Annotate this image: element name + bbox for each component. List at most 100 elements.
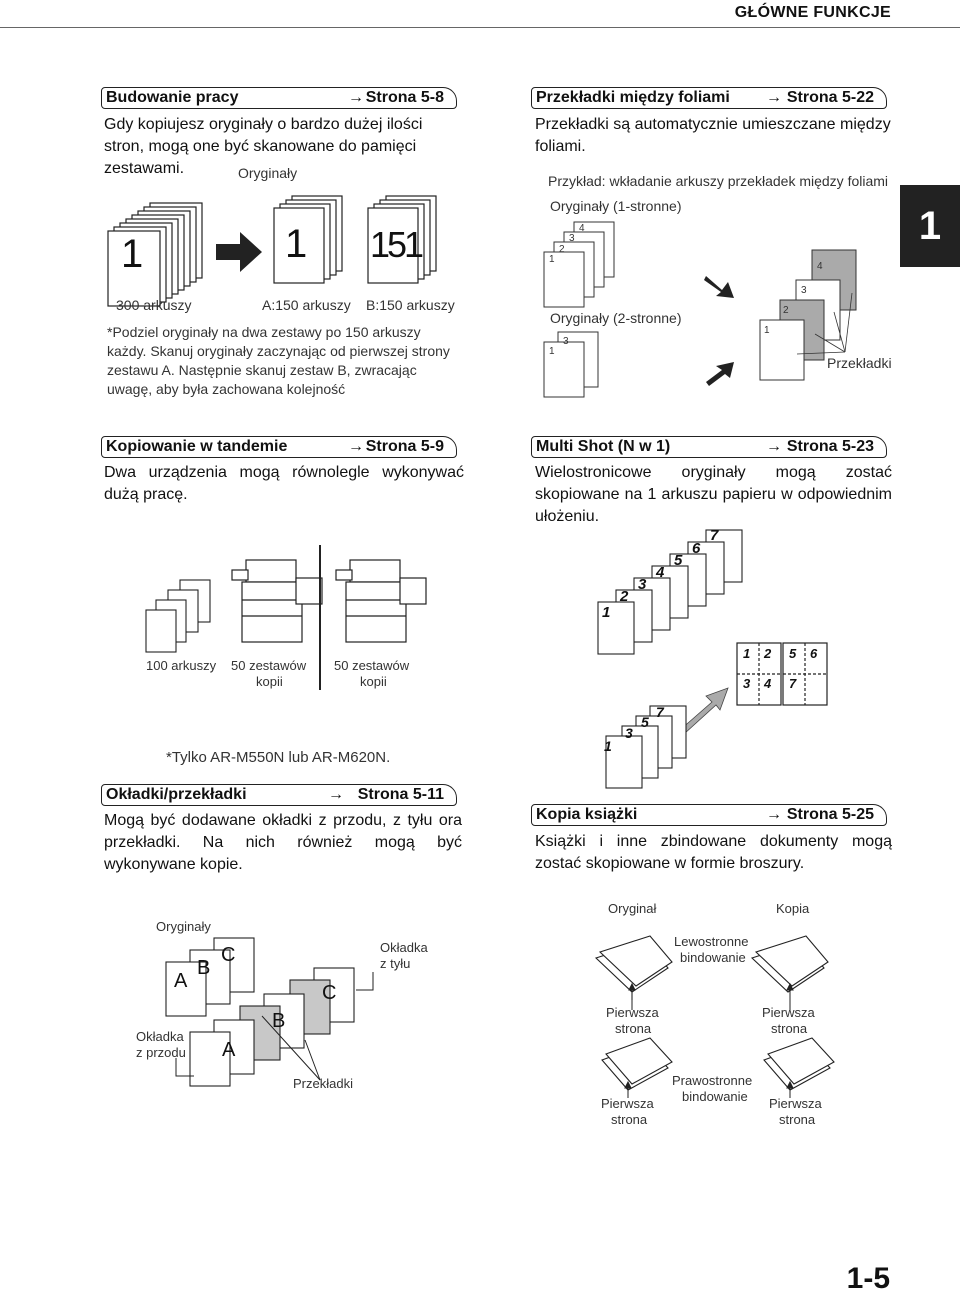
n2-r: 2: [783, 305, 789, 316]
section-header-kopia: Kopia książki → Strona 5-25: [531, 804, 887, 826]
n3-b: 3: [563, 336, 569, 347]
sets-2-line1: 50 zestawów: [334, 658, 410, 673]
ds-5: 5: [641, 714, 649, 730]
ms-page-2: 2: [620, 588, 629, 605]
count-300: 300 arkuszy: [116, 297, 192, 313]
ok-a: A: [174, 970, 188, 992]
section-header-tandem: Kopiowanie w tandemie → Strona 5-9: [101, 436, 457, 458]
two-sided-caption: Oryginały (2-stronne): [550, 310, 682, 326]
ok-c2: C: [322, 982, 337, 1004]
section-header-okladki: Okładki/przekładki → Strona 5-11: [101, 784, 457, 806]
n3: 3: [569, 233, 575, 244]
page-ref[interactable]: Strona 5-22: [786, 89, 874, 106]
ok-back-1: Okładka: [380, 940, 428, 955]
sets-2-line2: kopii: [360, 674, 387, 689]
ds-7: 7: [656, 704, 664, 720]
section-text: Gdy kopiujesz oryginały o bardzo dużej i…: [104, 116, 423, 177]
example-caption: Przykład: wkładanie arkuszy przekładek m…: [548, 173, 889, 189]
count-a: A:150 arkuszy: [262, 297, 351, 313]
section-title: Przekładki między foliami: [536, 89, 730, 106]
out-3: 3: [743, 676, 751, 691]
section-text: Dwa urządzenia mogą równolegle wykonywać…: [104, 464, 464, 503]
fig-caption-originals: Oryginały: [238, 165, 298, 181]
kk-right-2: bindowanie: [682, 1089, 748, 1104]
n3-r: 3: [801, 285, 807, 296]
page-label-a: 1: [285, 222, 308, 266]
chapter-tab: 1: [900, 185, 960, 267]
ds-3: 3: [625, 725, 633, 741]
tandem-note: *Tylko AR-M550N lub AR-M620N.: [166, 749, 391, 766]
kk-left-1: Lewostronne: [674, 934, 749, 949]
split-note: *Podziel oryginały na dwa zestawy po 150…: [107, 324, 450, 397]
section-text: Przekładki są automatycznie umieszczane …: [535, 116, 891, 155]
arrow-icon: →: [766, 806, 782, 823]
section-title: Kopia książki: [536, 806, 638, 823]
arrow-icon: →: [766, 438, 782, 455]
page-ref[interactable]: Strona 5-11: [357, 786, 444, 803]
ms-page-4: 4: [656, 564, 665, 581]
sets-1-line1: 50 zestawów: [231, 658, 307, 673]
section-header-multishot: Multi Shot (N w 1) → Strona 5-23: [531, 436, 887, 458]
section-title: Multi Shot (N w 1): [536, 438, 671, 455]
n1: 1: [549, 254, 555, 265]
one-sided-caption: Oryginały (1-stronne): [550, 198, 682, 214]
ok-front-1: Okładka: [136, 1029, 184, 1044]
section-text: Wielostronicowe oryginały mogą zostać sk…: [535, 464, 892, 525]
page-ref[interactable]: Strona 5-8: [365, 89, 444, 106]
kk-first-1a: Pierwsza: [606, 1005, 659, 1020]
ok-front-2: z przodu: [136, 1045, 186, 1060]
kk-first-2a: strona: [615, 1021, 652, 1036]
count-100: 100 arkuszy: [146, 658, 217, 673]
n4-r: 4: [817, 261, 823, 272]
kk-original: Oryginał: [608, 901, 657, 916]
kk-first-2c: strona: [611, 1112, 648, 1127]
running-header: GŁÓWNE FUNKCJE: [734, 4, 891, 21]
section-text: Książki i inne zbindowane dokumenty mogą…: [535, 833, 892, 872]
page-label-1: 1: [121, 232, 144, 276]
arrow-icon: →: [348, 89, 364, 106]
n1-b: 1: [549, 346, 555, 357]
ok-c: C: [221, 944, 236, 966]
sets-1-line2: kopii: [256, 674, 283, 689]
kk-right-1: Prawostronne: [672, 1073, 753, 1088]
inserts-caption: Przekładki: [827, 355, 892, 371]
ok-inserts: Przekładki: [293, 1076, 353, 1091]
out-6: 6: [810, 646, 818, 661]
ms-page-5: 5: [674, 552, 683, 569]
ok-back-2: z tyłu: [380, 956, 411, 971]
ms-page-7: 7: [710, 527, 719, 544]
kk-left-2: bindowanie: [680, 950, 746, 965]
arrow-icon: →: [328, 786, 344, 803]
kk-first-2b: strona: [771, 1021, 808, 1036]
n1-r: 1: [764, 325, 770, 336]
page-ref[interactable]: Strona 5-23: [786, 438, 874, 455]
out-4: 4: [764, 676, 772, 691]
ms-page-6: 6: [692, 540, 701, 557]
page-ref[interactable]: Strona 5-9: [365, 438, 444, 455]
kk-first-1d: Pierwsza: [769, 1096, 822, 1111]
n4: 4: [579, 223, 585, 234]
kk-first-1b: Pierwsza: [762, 1005, 815, 1020]
ms-page-1: 1: [602, 604, 611, 621]
section-header-przekladki: Przekładki między foliami → Strona 5-22: [531, 87, 887, 109]
ok-originals: Oryginały: [156, 919, 211, 934]
section-header-budowanie: Budowanie pracy → Strona 5-8: [101, 87, 457, 109]
ok-b: B: [197, 957, 211, 979]
section-title: Budowanie pracy: [106, 89, 239, 106]
out-7: 7: [789, 676, 797, 691]
n2: 2: [559, 244, 565, 255]
page-ref[interactable]: Strona 5-25: [786, 806, 874, 823]
out-5: 5: [789, 646, 797, 661]
ok-a2: A: [222, 1039, 236, 1061]
kk-copy: Kopia: [776, 901, 810, 916]
arrow-icon: →: [348, 438, 364, 455]
arrow-icon: →: [766, 89, 782, 106]
header-rule: [0, 27, 960, 28]
section-text: Mogą być dodawane okładki z przodu, z ty…: [104, 812, 462, 873]
page-number: 1-5: [846, 1262, 890, 1295]
page-label-b: 151: [370, 224, 424, 265]
count-b: B:150 arkuszy: [366, 297, 455, 313]
kk-first-2d: strona: [779, 1112, 816, 1127]
ms-page-3: 3: [638, 576, 647, 593]
out-2: 2: [764, 646, 772, 661]
